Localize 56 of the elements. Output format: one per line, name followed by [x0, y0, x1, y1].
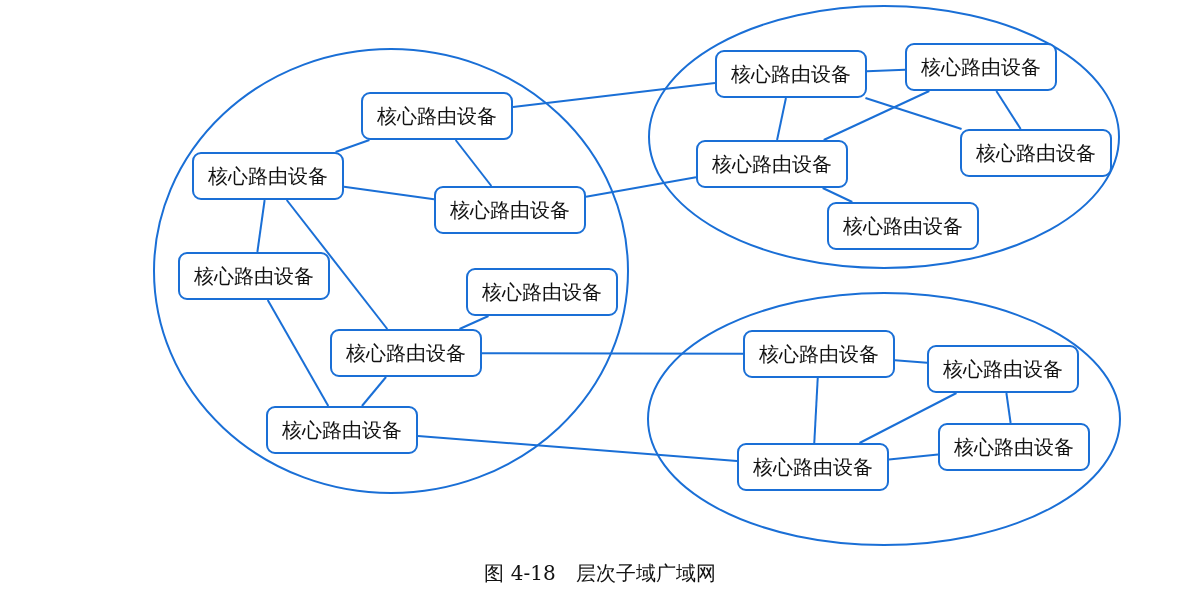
node-label: 核心路由设备 — [759, 340, 879, 368]
router-box — [361, 92, 513, 140]
connector-line — [458, 315, 490, 330]
connector-line — [995, 90, 1022, 130]
connector-line — [417, 434, 738, 463]
connector-line — [512, 82, 716, 108]
router-box — [466, 268, 618, 316]
node-label: 核心路由设备 — [731, 60, 851, 88]
node-label: 核心路由设备 — [976, 139, 1096, 167]
connector-line — [454, 139, 493, 187]
node-label: 核心路由设备 — [450, 196, 570, 224]
router-box — [696, 140, 848, 188]
connector-line — [858, 392, 958, 444]
connector-line — [776, 97, 787, 141]
router-box — [938, 423, 1090, 471]
connector-line — [894, 359, 928, 364]
router-box — [330, 329, 482, 377]
router-box — [737, 443, 889, 491]
router-box — [266, 406, 418, 454]
router-box — [905, 43, 1057, 91]
router-box — [960, 129, 1112, 177]
node-label: 核心路由设备 — [843, 212, 963, 240]
router-box — [743, 330, 895, 378]
connector-line — [266, 299, 330, 407]
router-box — [192, 152, 344, 200]
connector-line — [888, 453, 939, 461]
connector-line — [822, 90, 931, 141]
connector-line — [864, 97, 963, 130]
router-box — [927, 345, 1079, 393]
figure-caption: 图 4-18 层次子域广域网 — [484, 561, 716, 585]
node-label: 核心路由设备 — [712, 150, 832, 178]
connector-line — [334, 139, 371, 153]
node-label: 核心路由设备 — [943, 355, 1063, 383]
node-label: 核心路由设备 — [954, 433, 1074, 461]
router-box — [715, 50, 867, 98]
connector-line — [585, 176, 697, 198]
connector-line — [481, 352, 744, 355]
connector-line — [866, 68, 906, 73]
node-label: 核心路由设备 — [208, 162, 328, 190]
node-label: 核心路由设备 — [346, 339, 466, 367]
connector-line — [256, 199, 266, 253]
node-label: 核心路由设备 — [194, 262, 314, 290]
router-box — [827, 202, 979, 250]
node-label: 核心路由设备 — [377, 102, 497, 130]
connector-line — [1005, 392, 1012, 424]
router-box — [178, 252, 330, 300]
node-label: 核心路由设备 — [282, 416, 402, 444]
node-label: 核心路由设备 — [753, 453, 873, 481]
connector-line — [821, 187, 854, 203]
node-label: 核心路由设备 — [921, 53, 1041, 81]
node-label: 核心路由设备 — [482, 278, 602, 306]
connector-line — [343, 185, 435, 201]
connector-line — [285, 199, 389, 330]
connector-line — [813, 377, 819, 444]
router-box — [434, 186, 586, 234]
connector-line — [360, 376, 388, 407]
